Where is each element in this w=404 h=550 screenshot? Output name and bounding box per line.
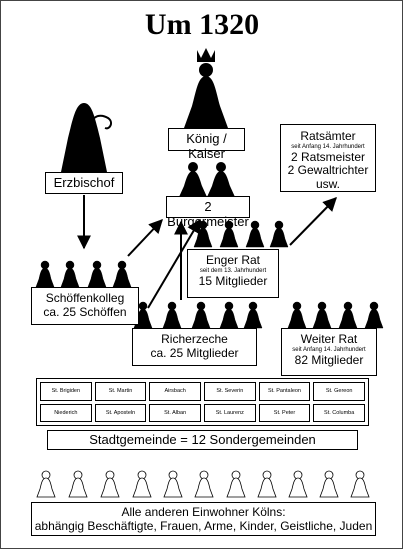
schoeffen-figure <box>35 260 55 288</box>
sondergemeinde-cell: St. Pantaleon <box>258 382 311 401</box>
ratsaemter-note: seit Anfang 14. Jahrhundert <box>291 143 365 150</box>
enger-rat-figure <box>219 220 239 248</box>
weiter-rat-title: Weiter Rat <box>300 332 358 346</box>
buergermeister-figures <box>179 162 235 197</box>
weiter-rat-figure <box>364 301 384 329</box>
sondergemeinde-cell: St. Brigiden <box>40 382 92 401</box>
enger-rat-figure <box>269 220 289 248</box>
richerzeche-figure <box>162 301 182 329</box>
sondergemeinde-cell: Airsbach <box>149 382 201 401</box>
einwohner-figure <box>163 470 183 498</box>
koenig-box: König / Kaiser <box>168 128 245 161</box>
richerzeche-box: Richerzeche ca. 25 Mitglieder <box>132 328 257 366</box>
arrow-richerzeche-buergermeister <box>147 218 201 309</box>
weiter-rat-members: 82 Mitglieder <box>294 352 364 367</box>
enger-rat-figure <box>193 220 213 248</box>
einwohner-line1: Alle anderen Einwohner Kölns: <box>121 505 286 519</box>
stadtgemeinde-box: Stadtgemeinde = 12 Sondergemeinden <box>47 430 358 450</box>
einwohner-figure <box>100 470 120 498</box>
schoeffen-figure <box>87 260 107 288</box>
schoeffen-figure <box>60 260 80 288</box>
richerzeche-line1: Richerzeche <box>161 332 228 346</box>
einwohner-figure <box>226 470 246 498</box>
sondergemeinde-cell: St. Gereon <box>313 382 365 401</box>
schoeffen-box: Schöffenkolleg ca. 25 Schöffen <box>31 287 139 325</box>
einwohner-figure <box>257 470 277 498</box>
schoeffen-line1: Schöffenkolleg <box>45 291 125 305</box>
einwohner-figure <box>288 470 308 498</box>
enger-rat-figure <box>245 220 265 248</box>
enger-rat-title: Enger Rat <box>205 253 261 267</box>
sondergemeinden-grid: St. Brigiden St. Martin Airsbach St. Sev… <box>36 378 369 426</box>
sondergemeinde-cell: St. Aposteln <box>94 403 147 422</box>
buergermeister-label: 2 Bürgermeister <box>167 199 249 229</box>
ratsaemter-box: Ratsämter seit Anfang 14. Jahrhundert 2 … <box>280 124 376 192</box>
sondergemeinde-cell: St. Columba <box>313 403 365 422</box>
einwohner-line2: abhängig Beschäftigte, Frauen, Arme, Kin… <box>34 518 373 533</box>
sondergemeinde-cell: St. Martin <box>94 382 147 401</box>
weiter-rat-figure <box>287 301 307 329</box>
erzbischof-figure <box>61 103 112 172</box>
sondergemeinde-cell: St. Peter <box>258 403 311 422</box>
page-title: Um 1320 <box>144 8 260 41</box>
koenig-label: König / Kaiser <box>186 131 227 161</box>
richerzeche-figure <box>243 301 263 329</box>
enger-rat-box: Enger Rat seit dem 13. Jahrhundert 15 Mi… <box>187 249 279 298</box>
richerzeche-figure <box>219 301 239 329</box>
einwohner-figure <box>319 470 339 498</box>
sondergemeinde-cell: St. Severin <box>204 382 256 401</box>
enger-rat-members: 15 Mitglieder <box>198 273 268 288</box>
sondergemeinde-cell: St. Alban <box>149 403 201 422</box>
weiter-rat-figure <box>312 301 332 329</box>
erzbischof-label: Erzbischof <box>53 175 115 190</box>
enger-rat-note: seit dem 13. Jahrhundert <box>199 267 267 274</box>
arrow-schoeffen-buergermeister <box>127 218 163 257</box>
ratsaemter-title: Ratsämter <box>300 129 356 143</box>
ratsaemter-line3: usw. <box>315 177 340 192</box>
buergermeister-box: 2 Bürgermeister <box>166 196 250 229</box>
richerzeche-line2: ca. 25 Mitglieder <box>150 345 239 360</box>
erzbischof-box: Erzbischof <box>45 172 123 194</box>
weiter-rat-note: seit Anfang 14. Jahrhundert <box>292 346 366 353</box>
richerzeche-figure <box>191 301 211 329</box>
weiter-rat-box: Weiter Rat seit Anfang 14. Jahrhundert 8… <box>281 328 377 376</box>
einwohner-figure <box>194 470 214 498</box>
schoeffen-line2: ca. 25 Schöffen <box>43 304 127 319</box>
weiter-rat-figure <box>338 301 358 329</box>
stadtgemeinde-label: Stadtgemeinde = 12 Sondergemeinden <box>89 432 316 447</box>
einwohner-figure <box>68 470 88 498</box>
ratsaemter-line2: 2 Gewaltrichter <box>287 163 369 178</box>
arrow-to-ratsaemter <box>289 196 337 246</box>
ratsaemter-line1: 2 Ratsmeister <box>290 149 366 164</box>
einwohner-figure <box>350 470 370 498</box>
sondergemeinde-cell: St. Laurenz <box>204 403 256 422</box>
einwohner-box: Alle anderen Einwohner Kölns: abhängig B… <box>31 502 376 536</box>
schoeffen-figure <box>112 260 132 288</box>
einwohner-figure <box>132 470 152 498</box>
einwohner-figure <box>36 470 56 498</box>
sondergemeinde-cell: Niederich <box>40 403 92 422</box>
koenig-figure <box>184 48 228 128</box>
